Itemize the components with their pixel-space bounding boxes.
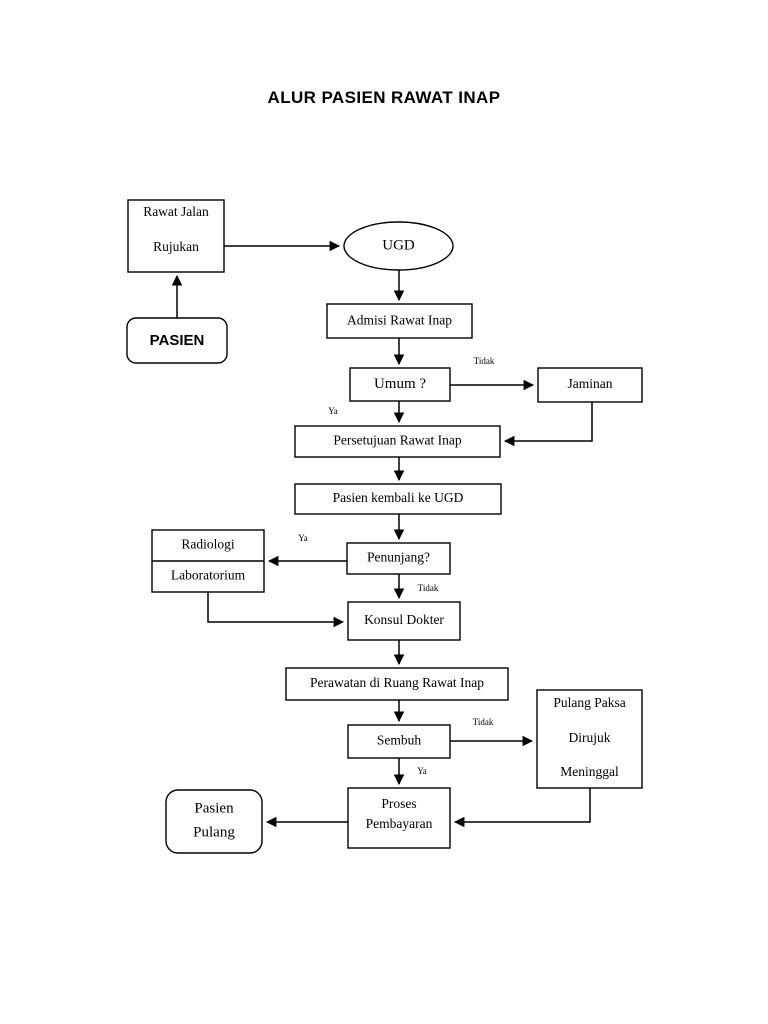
node-radiologi-label: Radiologi <box>181 537 234 552</box>
node-pasien-pulang-label-line2: Pulang <box>193 824 235 840</box>
node-penunjang[interactable] <box>346 542 451 575</box>
node-pulang-paksa-label-line2: Dirujuk <box>569 730 611 745</box>
node-laboratorium-label: Laboratorium <box>171 568 246 583</box>
node-ugd-label: UGD <box>382 237 415 253</box>
node-pasien[interactable] <box>126 317 228 364</box>
node-jaminan[interactable] <box>537 367 643 403</box>
edge-laboratorium-to-konsul <box>207 592 345 628</box>
node-admisi-label: Admisi Rawat Inap <box>347 313 452 328</box>
node-pulang-paksa-label-line1: Pulang Paksa <box>553 695 625 710</box>
edge-label-umum-ya: Ya <box>328 406 338 416</box>
node-pulang-paksa[interactable] <box>536 689 643 789</box>
node-proses-pembayaran[interactable] <box>347 787 451 849</box>
edge-label-penunjang-tidak: Tidak <box>418 583 439 593</box>
edge-label-sembuh-ya: Ya <box>417 766 427 776</box>
node-perawatan-label: Perawatan di Ruang Rawat Inap <box>310 675 484 690</box>
node-proses-label-line1: Proses <box>381 796 416 811</box>
node-pulang-paksa-label-line3: Meninggal <box>560 764 619 779</box>
node-pasien-pulang-label-line1: Pasien <box>194 800 234 816</box>
node-sembuh-label: Sembuh <box>377 733 422 748</box>
edge-pulang-paksa-to-proses <box>453 788 591 828</box>
node-penunjang-label: Penunjang? <box>367 550 430 565</box>
edge-label-sembuh-tidak: Tidak <box>473 717 494 727</box>
node-umum[interactable] <box>349 367 451 402</box>
node-konsul-dokter[interactable] <box>347 601 461 641</box>
node-ugd[interactable] <box>343 221 454 271</box>
node-sembuh[interactable] <box>347 724 451 759</box>
page-title: ALUR PASIEN RAWAT INAP <box>267 88 501 107</box>
node-jaminan-label: Jaminan <box>568 376 613 391</box>
edge-label-umum-tidak: Tidak <box>474 356 495 366</box>
node-persetujuan[interactable] <box>294 425 501 458</box>
node-admisi-rawat-inap[interactable] <box>326 303 473 339</box>
node-rawat-jalan-label-line1: Rawat Jalan <box>143 204 209 219</box>
edge-jaminan-to-persetujuan <box>503 402 593 447</box>
node-perawatan[interactable] <box>285 667 509 701</box>
node-pasien-kembali[interactable] <box>294 483 502 515</box>
node-pasien-label: PASIEN <box>150 332 205 349</box>
node-umum-label: Umum ? <box>374 376 426 392</box>
node-konsul-label: Konsul Dokter <box>364 612 444 627</box>
node-rawat-jalan[interactable] <box>127 199 225 273</box>
edge-label-penunjang-ya: Ya <box>298 533 308 543</box>
node-pasien-pulang[interactable] <box>165 789 263 854</box>
node-pasien-kembali-label: Pasien kembali ke UGD <box>333 490 464 505</box>
node-proses-label-line2: Pembayaran <box>366 816 433 831</box>
node-rawat-jalan-label-line2: Rujukan <box>153 239 199 254</box>
node-persetujuan-label: Persetujuan Rawat Inap <box>333 433 461 448</box>
